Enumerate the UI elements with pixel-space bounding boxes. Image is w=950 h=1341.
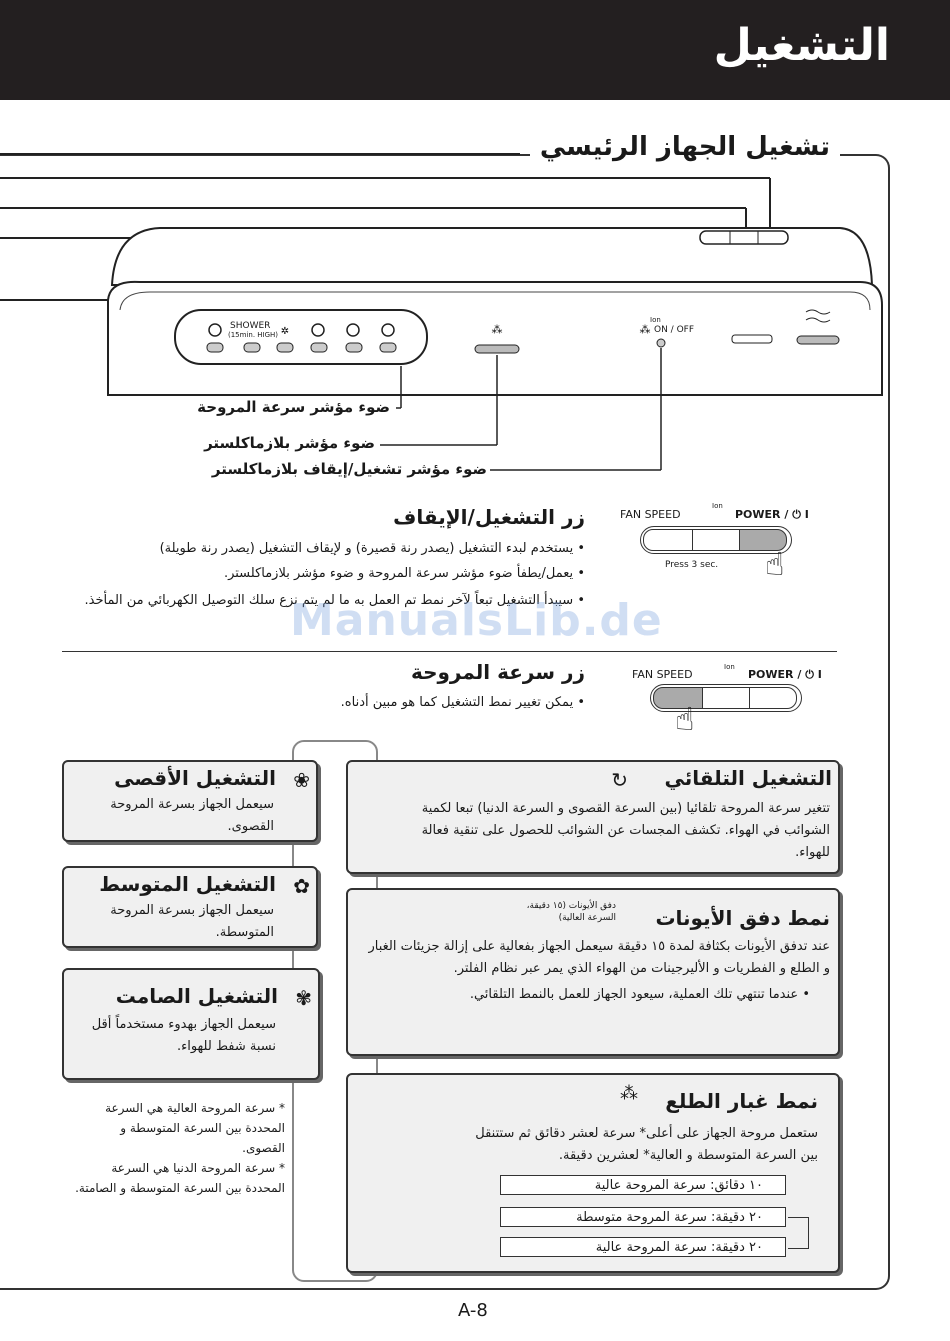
panel2-ion-button[interactable] [702,687,750,709]
page-title: التشغيل [713,20,890,71]
power-section-title: زر التشغيل/الإيقاف [393,505,585,529]
panel-power-label: POWER / ⏻ I [735,508,809,521]
mode-medium-title: التشغيل المتوسط [99,872,276,896]
ion-label: Ion [650,316,661,324]
mode-quiet-box: التشغيل الصامت ✾ سيعمل الجهاز بهدوء مستخ… [62,968,320,1080]
fan-medium-icon: ✿ [293,874,310,898]
mode-max-title: التشغيل الأقصى [114,766,276,790]
hand-pointer-icon: ☝ [765,545,785,583]
mode-pollen-title: نمط غبار الطلع [665,1089,818,1113]
pollen-step-3: ٢٠ دقيقة: سرعة المروحة عالية [500,1237,786,1257]
press-hint: Press 3 sec. [665,560,719,570]
pollen-step-2: ٢٠ دقيقة: سرعة المروحة متوسطة [500,1207,786,1227]
mode-max-box: التشغيل الأقصى ❀ سيعمل الجهاز بسرعة المر… [62,760,318,842]
mode-medium-box: التشغيل المتوسط ✿ سيعمل الجهاز بسرعة الم… [62,866,318,948]
section-frame [0,154,890,1290]
svg-text:⁂: ⁂ [640,323,651,336]
panel2-fan-speed-label: FAN SPEED [632,668,693,681]
mode-quiet-text: سيعمل الجهاز بهدوء مستخدماً أقل نسبة شفط… [91,1017,276,1054]
note-high-speed: * سرعة المروحة العالية هي السرعة المحددة… [105,1101,285,1155]
panel-ion-label: Ion [712,502,723,510]
shower-label: SHOWER [230,321,271,331]
fan-section-title: زر سرعة المروحة [410,660,585,684]
ion-shower-side-note: دفق الأيونات (١٥ دقيقة، السرعة العالية) [526,901,616,923]
panel-power-button[interactable] [739,529,787,551]
section-title: تشغيل الجهاز الرئيسي [529,132,840,162]
auto-mode-icon: ↻ [611,768,628,792]
hand-pointer-icon-2: ☝ [675,700,695,738]
fan-bullet-1: • يمكن تغيير نمط التشغيل كما هو مبين أدن… [340,695,585,710]
callout-plasmacluster-light: ضوء مؤشر بلازماكلستر [204,434,375,452]
pollen-icon: ⁂ [620,1083,638,1104]
mode-ion-shower-box: نمط دفق الأيونات دفق الأيونات (١٥ دقيقة،… [346,888,840,1056]
mode-ion-shower-title: نمط دفق الأيونات [655,906,830,930]
power-bullet-3: • سيبدأ التشغيل تبعاً لآخر نمط تم العمل … [84,593,585,608]
pollen-step-1: ١٠ دقائق: سرعة المروحة عالية [500,1175,786,1195]
shower-sub-label: (15min. HIGH) [228,331,279,339]
mode-ion-shower-text: عند تدفق الأيونات بكثافة لمدة ١٥ دقيقة س… [368,939,830,976]
fan-quiet-icon: ✾ [295,986,312,1010]
page-header [0,0,950,100]
mode-auto-box: التشغيل التلقائي ↻ تتغير سرعة المروحة تل… [346,760,840,874]
fan-panel-button-strip [650,684,802,712]
callout-fan-speed-light: ضوء مؤشر سرعة المروحة [197,398,390,416]
page-number: A-8 [458,1300,488,1321]
mode-pollen-box: نمط غبار الطلع ⁂ ستعمل مروحة الجهاز على … [346,1073,840,1273]
power-panel-button-strip [640,526,792,554]
mode-auto-title: التشغيل التلقائي [664,766,833,790]
power-bullet-2: • يعمل/يطفأ ضوء مؤشر سرعة المروحة و ضوء … [223,566,585,581]
note-low-speed: * سرعة المروحة الدنيا هي السرعة المحددة … [75,1161,285,1195]
mode-pollen-text: ستعمل مروحة الجهاز على أعلى* سرعة لعشر د… [475,1126,818,1163]
fan-max-icon: ❀ [293,768,310,792]
leader-line [0,153,520,155]
callout-plasmacluster-onoff-light: ضوء مؤشر تشغيل/إيقاف بلازماكلستر [211,460,487,478]
panel-ion-button[interactable] [692,529,740,551]
power-bullet-1: • يستخدم لبدء التشغيل (يصدر رنة قصيرة) و… [159,541,585,556]
panel-fan-speed-button[interactable] [643,529,693,551]
pollen-loop-arrow [788,1217,809,1249]
mode-quiet-title: التشغيل الصامت [115,984,278,1008]
svg-text:✲: ✲ [281,326,289,337]
mode-ion-shower-bullet: • عندما تنتهي تلك العملية، سيعود الجهاز … [469,987,810,1002]
watermark: ManualsLib.de [290,595,663,646]
mode-auto-text: تتغير سرعة المروحة تلقائيا (بين السرعة ا… [421,801,830,860]
panel-fan-speed-label: FAN SPEED [620,508,681,521]
section-divider [62,651,837,652]
panel2-power-button[interactable] [749,687,797,709]
svg-text:⁂: ⁂ [492,323,503,336]
mode-medium-text: سيعمل الجهاز بسرعة المروحة المتوسطة. [110,903,274,940]
device-illustration: ✲ ⁂ ⁂ [0,177,883,471]
onoff-label: ON / OFF [654,325,695,335]
panel2-ion-label: Ion [724,663,735,671]
mode-max-text: سيعمل الجهاز بسرعة المروحة القصوى. [110,797,274,834]
panel2-power-label: POWER / ⏻ I [748,668,822,681]
